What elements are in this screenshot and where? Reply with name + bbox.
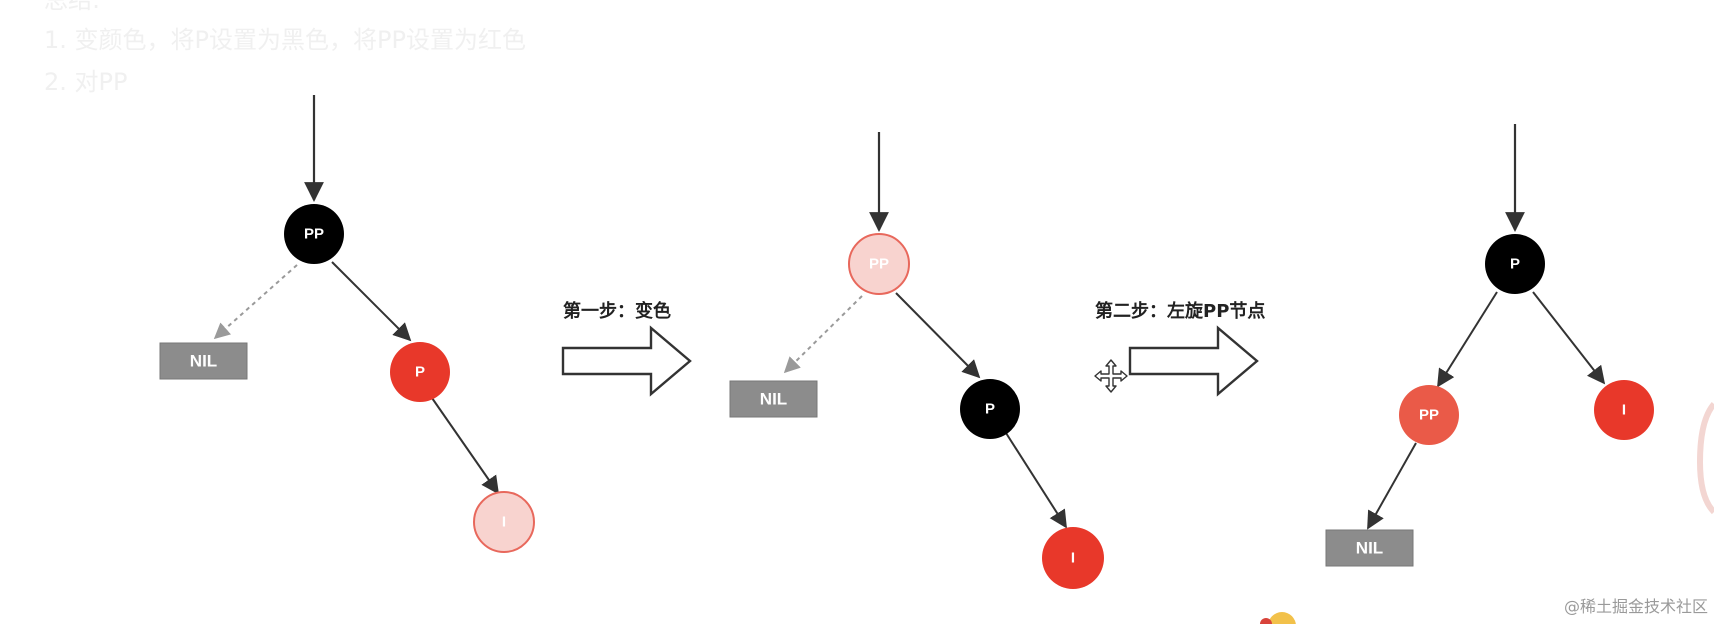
node-i-2: I <box>1042 527 1104 589</box>
edge-pp-nil-2 <box>783 295 863 374</box>
node-i: I <box>473 491 535 553</box>
edge-p-pp-3 <box>1437 291 1498 388</box>
node-nil: NIL <box>159 342 248 380</box>
node-p: P <box>390 342 450 402</box>
node-i-label: I <box>502 514 506 531</box>
diagram-after-rotation: P PP I NIL <box>1325 124 1654 567</box>
node-pp-3: PP <box>1399 385 1459 445</box>
node-p-label: P <box>415 364 425 381</box>
edge-p-i-2 <box>1005 432 1067 529</box>
step1-label: 第一步：变色 <box>563 300 671 322</box>
edge-pp-nil-3 <box>1367 442 1417 530</box>
partial-badge-icon <box>1260 612 1296 624</box>
node-i-3: I <box>1594 380 1654 440</box>
watermark: @稀土掘金技术社区 <box>1564 597 1708 616</box>
node-p-3-label: P <box>1510 256 1520 273</box>
node-nil-label: NIL <box>190 352 217 371</box>
node-nil-2-label: NIL <box>760 390 787 409</box>
edge-pp-nil <box>213 264 298 340</box>
step2-arrow <box>1128 325 1259 397</box>
faded-note-line1: 1. 变颜色，将P设置为黑色，将PP设置为红色 <box>44 26 526 54</box>
faded-note-line2: 2. 对PP <box>44 68 127 96</box>
node-nil-2: NIL <box>729 380 818 418</box>
node-pp: PP <box>284 204 344 264</box>
node-i-3-label: I <box>1622 402 1626 419</box>
node-pp-2-label: PP <box>869 256 889 273</box>
node-nil-3: NIL <box>1325 529 1414 567</box>
diagram-after-recolor: PP NIL P I <box>729 132 1104 589</box>
step1-arrow <box>561 325 692 397</box>
edge-p-i-3 <box>1532 291 1606 385</box>
node-pp-3-label: PP <box>1419 407 1439 424</box>
node-nil-3-label: NIL <box>1356 539 1383 558</box>
node-pp-2: PP <box>848 233 910 295</box>
node-p-2: P <box>960 379 1020 439</box>
step2-label: 第二步：左旋PP节点 <box>1095 300 1265 322</box>
edge-p-i <box>431 397 500 495</box>
edge-pp-p <box>331 261 412 342</box>
node-pp-label: PP <box>304 226 324 243</box>
node-i-2-label: I <box>1071 550 1075 567</box>
node-p-2-label: P <box>985 401 995 418</box>
node-p-3: P <box>1485 234 1545 294</box>
faded-note-line0: 总结: <box>44 0 100 14</box>
edge-partial-shape <box>1696 402 1714 515</box>
edge-pp-p-2 <box>895 292 981 379</box>
diagram-before: PP NIL P I <box>159 95 535 553</box>
move-cursor-icon <box>1094 359 1128 393</box>
